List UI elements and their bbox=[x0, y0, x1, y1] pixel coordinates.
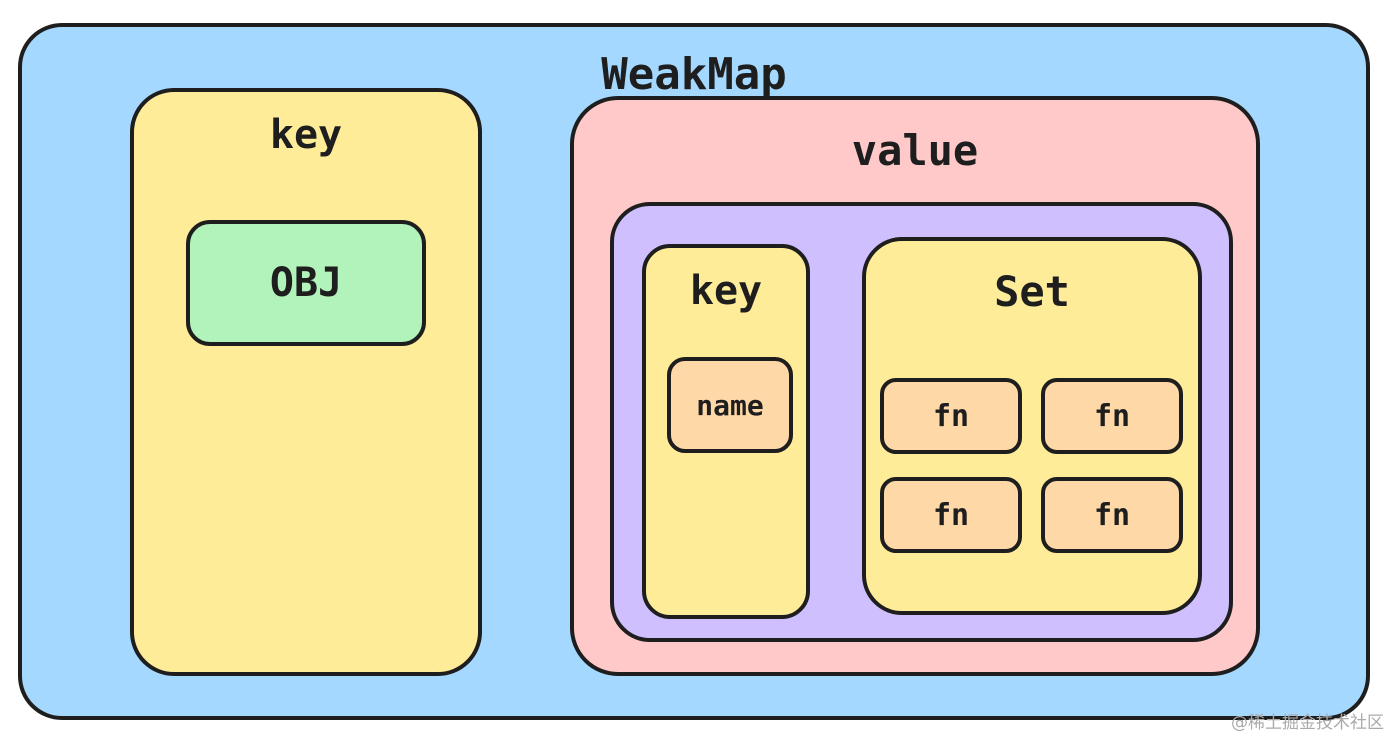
obj-label: OBJ bbox=[269, 260, 343, 306]
fn-label: fn bbox=[1093, 398, 1131, 434]
fn-box: fn bbox=[880, 477, 1022, 553]
name-box: name bbox=[667, 357, 793, 453]
fn-label: fn bbox=[932, 497, 970, 533]
fn-box: fn bbox=[880, 378, 1022, 454]
value-title: value bbox=[851, 126, 979, 175]
fn-box: fn bbox=[1041, 378, 1183, 454]
fn-label: fn bbox=[932, 398, 970, 434]
fn-label: fn bbox=[1093, 497, 1131, 533]
weakmap-title: WeakMap bbox=[601, 49, 787, 100]
watermark: @稀土掘金技术社区 bbox=[1231, 713, 1384, 733]
inner-key-title: key bbox=[689, 268, 763, 314]
key-title: key bbox=[269, 112, 343, 158]
key-container: key bbox=[130, 88, 482, 676]
name-label: name bbox=[696, 388, 764, 422]
set-title: Set bbox=[994, 267, 1070, 316]
fn-box: fn bbox=[1041, 477, 1183, 553]
obj-box: OBJ bbox=[186, 220, 426, 346]
